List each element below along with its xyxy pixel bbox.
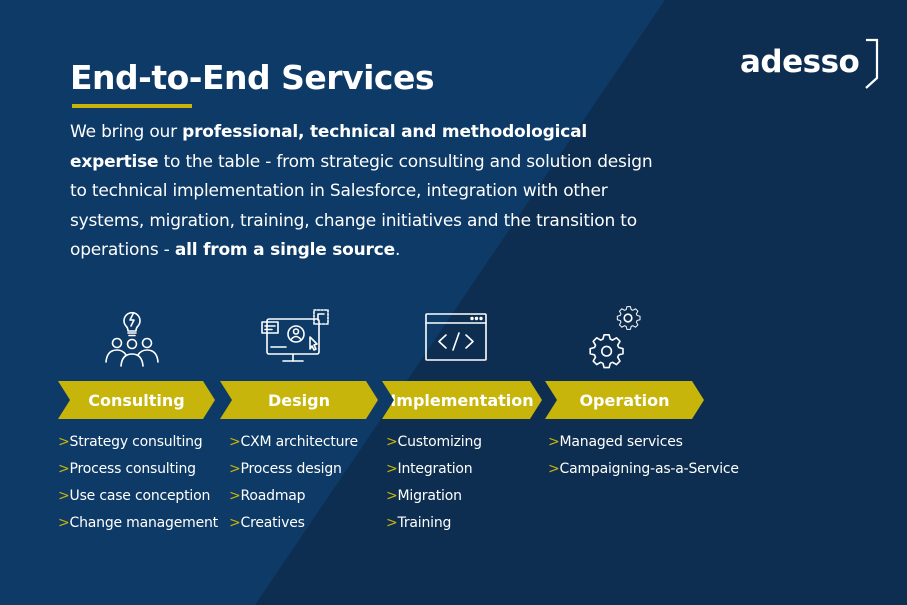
design-list: >CXM architecture >Process design >Roadm… <box>229 431 358 539</box>
list-item-text: Use case conception <box>69 488 211 504</box>
list-item-text: Customizing <box>397 434 483 450</box>
list-item: >Use case conception <box>58 485 218 512</box>
list-item-text: CXM architecture <box>240 434 359 450</box>
list-item-text: Managed services <box>559 434 683 450</box>
list-item-text: Creatives <box>240 515 305 531</box>
list-item: >Managed services <box>548 431 739 458</box>
logo-text: adesso <box>740 43 860 80</box>
list-item-text: Strategy consulting <box>69 434 203 450</box>
bullet-marker: > <box>58 434 70 450</box>
list-item-text: Process design <box>240 461 342 477</box>
list-item: >Process design <box>229 458 358 485</box>
bullet-marker: > <box>386 515 398 531</box>
operation-list: >Managed services >Campaigning-as-a-Serv… <box>548 431 739 485</box>
list-item-text: Process consulting <box>69 461 196 477</box>
list-item: >CXM architecture <box>229 431 358 458</box>
implementation-list: >Customizing >Integration >Migration >Tr… <box>386 431 482 539</box>
list-item: >Process consulting <box>58 458 218 485</box>
list-item-text: Training <box>397 515 452 531</box>
bullet-marker: > <box>548 461 560 477</box>
bullet-marker: > <box>229 488 241 504</box>
list-item: >Customizing <box>386 431 482 458</box>
stage-operation: Operation <box>545 381 704 419</box>
page-title: End-to-End Services <box>70 58 434 97</box>
consulting-list: >Strategy consulting >Process consulting… <box>58 431 218 539</box>
bullet-marker: > <box>386 488 398 504</box>
list-item-text: Roadmap <box>240 488 306 504</box>
list-item: >Change management <box>58 512 218 539</box>
bullet-marker: > <box>58 461 70 477</box>
bullet-marker: > <box>548 434 560 450</box>
intro-text-2: to the table - from strategic consulting… <box>70 151 653 261</box>
bullet-marker: > <box>229 461 241 477</box>
list-item: >Migration <box>386 485 482 512</box>
stage-label: Implementation <box>390 390 534 410</box>
list-item: >Campaigning-as-a-Service <box>548 458 739 485</box>
stage-label: Design <box>268 390 330 410</box>
stage-label: Operation <box>579 390 670 410</box>
bullet-marker: > <box>386 461 398 477</box>
intro-bold-2: all from a single source <box>174 240 395 260</box>
list-item-text: Campaigning-as-a-Service <box>559 461 740 477</box>
intro-text-3: . <box>394 240 401 260</box>
monitor-design-icon <box>261 309 329 362</box>
code-window-icon <box>425 313 487 361</box>
gears-icon <box>589 306 641 369</box>
intro-paragraph: We bring our professional, technical and… <box>70 118 670 266</box>
bullet-marker: > <box>386 434 398 450</box>
adesso-logo: adesso <box>740 36 880 89</box>
stage-implementation: Implementation <box>382 381 542 419</box>
lightbulb-team-icon <box>105 311 159 367</box>
list-item: >Integration <box>386 458 482 485</box>
list-item: >Strategy consulting <box>58 431 218 458</box>
list-item-text: Integration <box>397 461 473 477</box>
list-item-text: Migration <box>397 488 462 504</box>
list-item: >Creatives <box>229 512 358 539</box>
stage-consulting: Consulting <box>58 381 215 419</box>
bullet-marker: > <box>58 488 70 504</box>
intro-text-1: We bring our <box>70 122 183 142</box>
intro-bold-1: professional, technical and methodologic… <box>70 122 588 172</box>
bullet-marker: > <box>58 515 70 531</box>
logo-slash-mark <box>865 38 879 89</box>
stage-design: Design <box>220 381 378 419</box>
stage-label: Consulting <box>88 390 185 410</box>
bullet-marker: > <box>229 434 241 450</box>
list-item-text: Change management <box>69 515 219 531</box>
list-item: >Training <box>386 512 482 539</box>
list-item: >Roadmap <box>229 485 358 512</box>
bullet-marker: > <box>229 515 241 531</box>
title-underline <box>72 104 192 108</box>
